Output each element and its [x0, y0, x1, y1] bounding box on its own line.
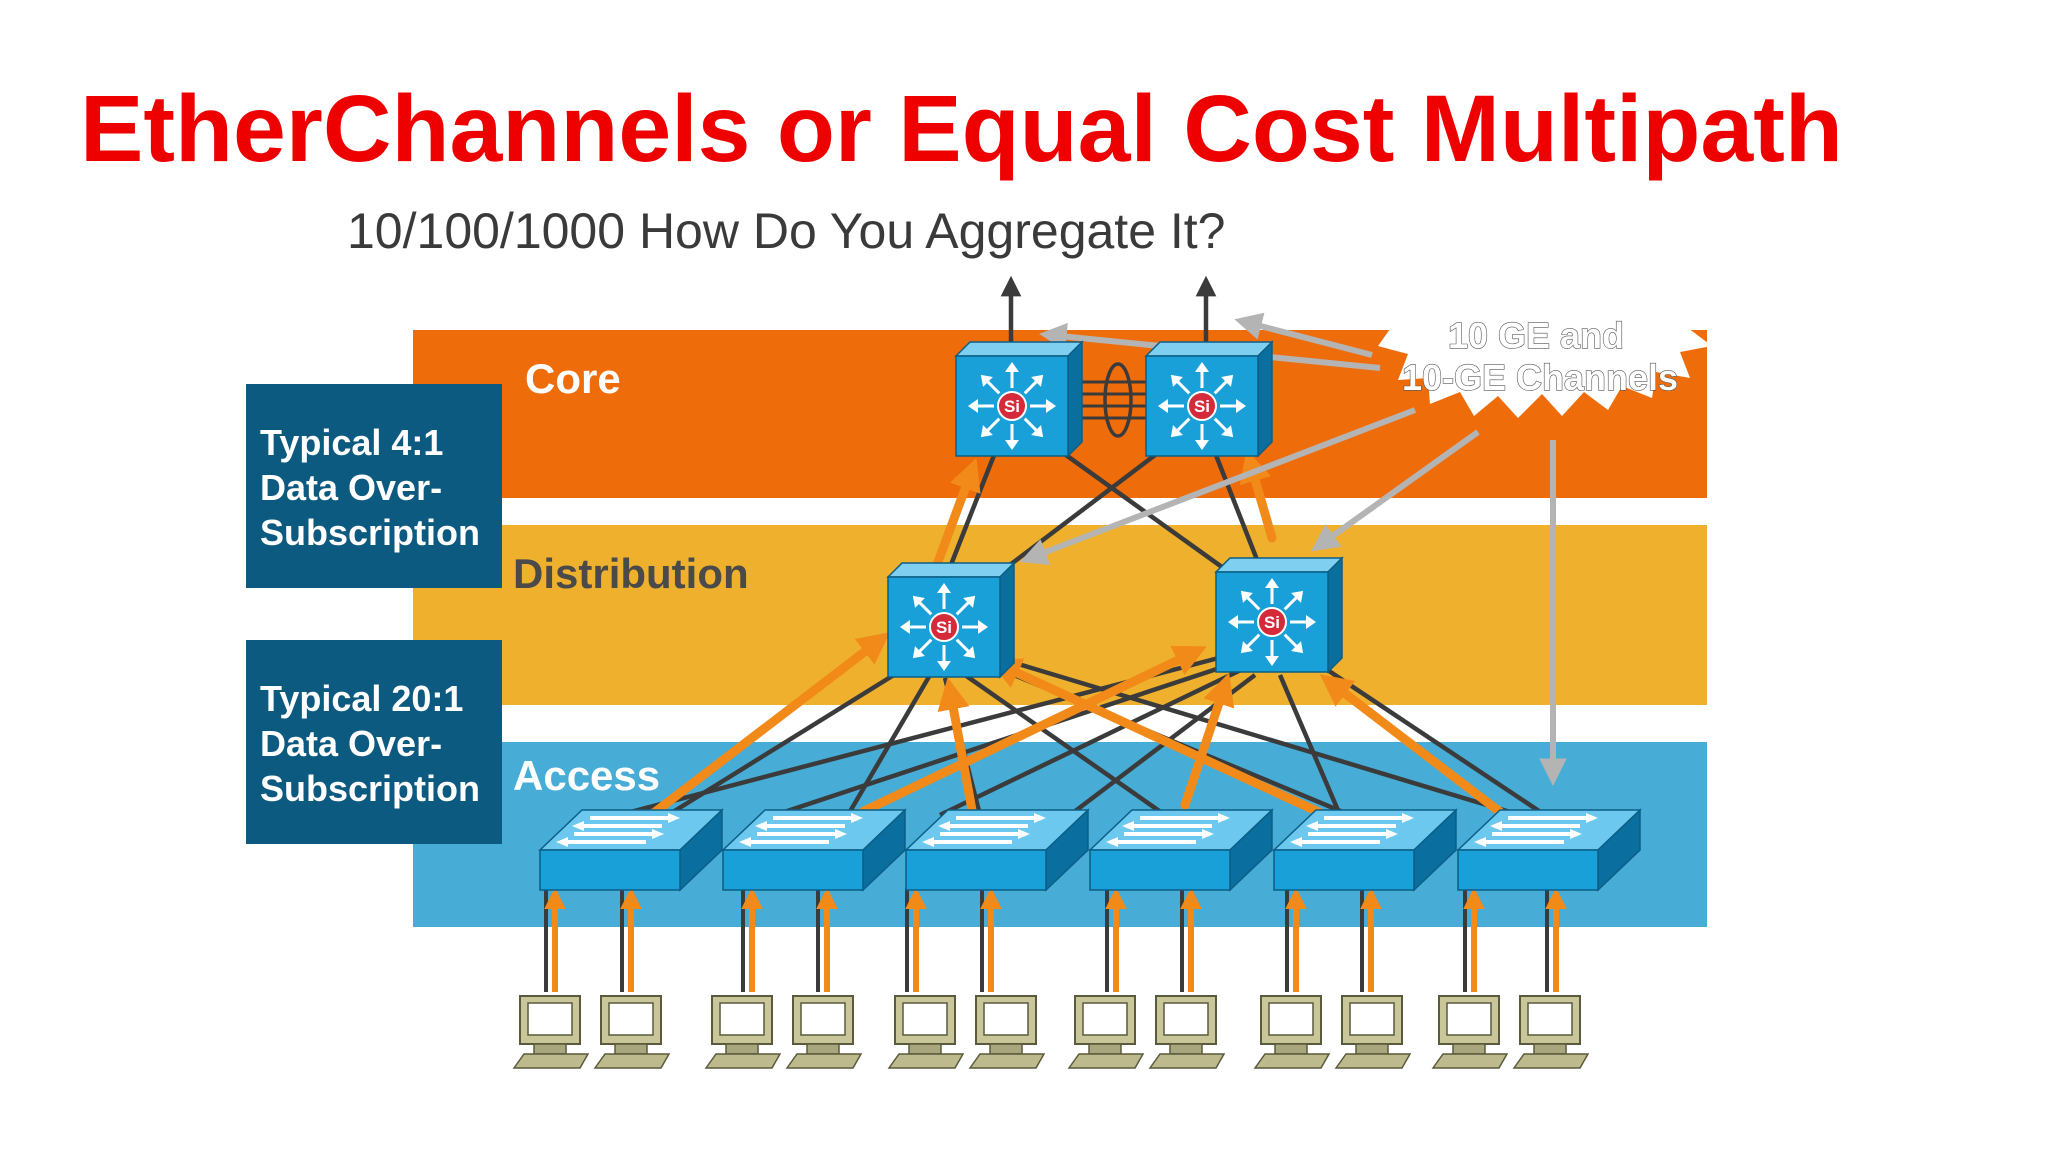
callout-burst: [1372, 230, 1712, 418]
traffic-dist1-core1: [933, 457, 981, 567]
host-workstation-6: [968, 995, 1046, 1069]
host-workstation-11: [1431, 995, 1509, 1069]
link-dist2-acc3: [939, 665, 1246, 818]
upper-box-line-3: Subscription: [260, 512, 480, 553]
switch-arrows-icon: [1290, 813, 1414, 847]
link-core1-dist2: [1043, 438, 1242, 582]
link-dist1-acc2: [843, 673, 932, 822]
host-workstation-7: [1067, 995, 1145, 1069]
host-workstation-8: [1148, 995, 1226, 1069]
switch-arrows-icon: [739, 813, 863, 847]
link-core2-dist2: [1207, 439, 1268, 581]
host-workstation-9: [1253, 995, 1331, 1069]
core-layer-label: Core: [525, 355, 621, 402]
si-badge-label: Si: [936, 618, 952, 637]
slide-subtitle: 10/100/1000 How Do You Aggregate It?: [347, 203, 1226, 259]
lower-box-line-3: Subscription: [260, 768, 480, 809]
traffic-arrows: [637, 449, 1505, 827]
si-badge-icon: [929, 612, 959, 642]
callout-arrow-dist1: [1019, 407, 1417, 565]
host-workstation-3: [704, 995, 782, 1069]
access-switches: [538, 808, 1642, 892]
traffic-acc1-dist1: [637, 632, 891, 827]
access-switch-5: [1272, 808, 1458, 892]
distribution-layer-label: Distribution: [513, 550, 749, 597]
host-workstation-2: [593, 995, 671, 1069]
link-dist1-acc4: [963, 673, 1167, 817]
access-switch-1: [538, 808, 724, 892]
lower-box-line-2: Data Over-: [260, 723, 442, 764]
host-workstation-1: [512, 995, 590, 1069]
access-switch-6: [1456, 808, 1642, 892]
oversubscription-box-upper: Typical 4:1 Data Over- Subscription: [246, 384, 502, 588]
router-arrows-icon: [1158, 362, 1246, 450]
switch-arrows-icon: [556, 813, 680, 847]
distribution-switch-2: Si: [1214, 556, 1344, 674]
traffic-acc2-dist2: [857, 645, 1207, 817]
si-badge-label: Si: [1004, 397, 1020, 416]
si-badge-label: Si: [1194, 397, 1210, 416]
hosts: [512, 995, 1590, 1069]
si-badge-icon: [997, 391, 1027, 421]
switch-arrows-icon: [1474, 813, 1598, 847]
link-dist2-acc5: [1277, 674, 1343, 816]
si-badge-icon: [1187, 391, 1217, 421]
core-switch-1: Si: [954, 340, 1084, 458]
slide-title: EtherChannels or Equal Cost Multipath: [80, 76, 1843, 182]
link-dist1-acc6: [1004, 657, 1521, 818]
upper-box-line-1: Typical 4:1: [260, 422, 443, 463]
router-arrows-icon: [1228, 578, 1316, 666]
access-switch-4: [1088, 808, 1274, 892]
lower-box-line-1: Typical 20:1: [260, 678, 463, 719]
core-switch-2: Si: [1144, 340, 1274, 458]
link-dist2-acc6: [1318, 663, 1547, 817]
si-badge-icon: [1257, 607, 1287, 637]
switch-arrows-icon: [1106, 813, 1230, 847]
access-switch-2: [721, 808, 907, 892]
link-dist2-acc2: [759, 659, 1239, 823]
host-workstation-10: [1334, 995, 1412, 1069]
host-uplinks: [544, 887, 1567, 992]
traffic-acc4-dist1: [988, 658, 1330, 820]
host-workstation-5: [887, 995, 965, 1069]
traffic-acc4-dist2: [1180, 672, 1235, 810]
upper-box-line-2: Data Over-: [260, 467, 442, 508]
router-arrows-icon: [900, 583, 988, 671]
callout-arrow-core2: [1234, 312, 1373, 358]
distribution-switch-1: Si: [886, 561, 1016, 679]
host-workstation-12: [1512, 995, 1590, 1069]
callout-arrow-dist2: [1311, 429, 1480, 552]
link-core1-dist1: [942, 439, 1003, 581]
traffic-acc3-dist1: [937, 677, 977, 815]
callout-line-2: 10-GE Channels: [1402, 357, 1678, 398]
callout-line-1: 10 GE and: [1448, 315, 1624, 356]
router-arrows-icon: [968, 362, 1056, 450]
host-workstation-4: [785, 995, 863, 1069]
switch-arrows-icon: [922, 813, 1046, 847]
access-layer-label: Access: [513, 752, 660, 799]
oversubscription-box-lower: Typical 20:1 Data Over- Subscription: [246, 640, 502, 844]
access-switch-3: [904, 808, 1090, 892]
traffic-acc6-dist2: [1319, 674, 1505, 817]
si-badge-label: Si: [1264, 613, 1280, 632]
